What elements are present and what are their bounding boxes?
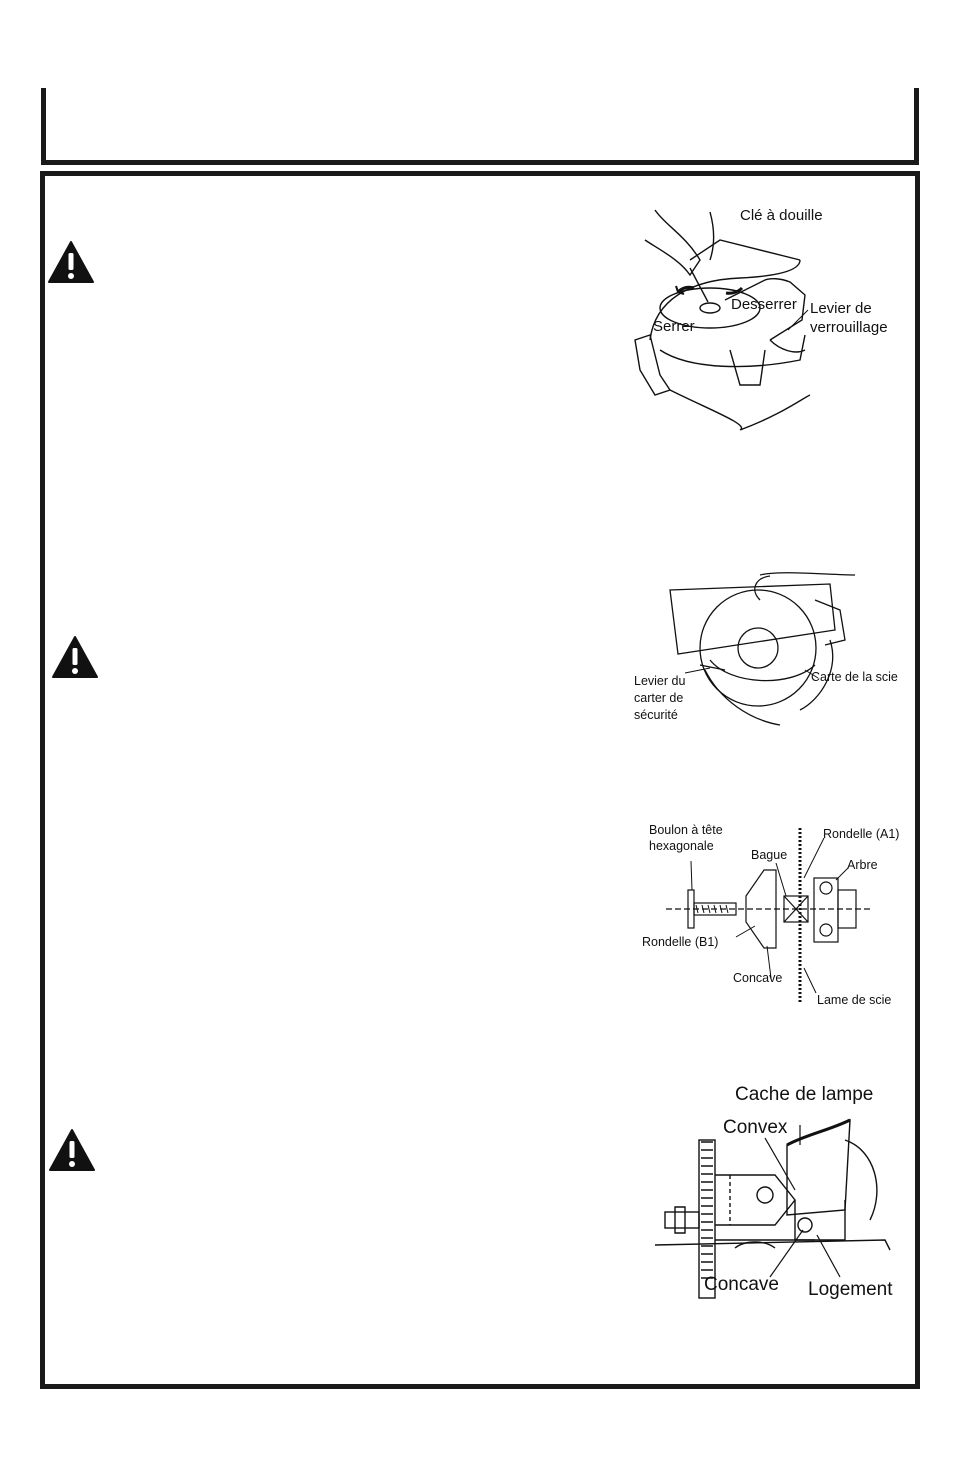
housing-label: Logement [808,1279,893,1300]
hex-bolt-label: Boulon à tête hexagonale [649,823,723,853]
washer-b1-label: Rondelle (B1) [642,935,719,949]
saw-card-label: Carte de la scie [811,670,898,684]
safety-cover-illustration [669,572,856,726]
shaft-label: Arbre [847,858,878,872]
safety-cover-figure: Levier du carter de sécurité Carte de la… [630,570,910,730]
convex-label: Convex [723,1117,788,1138]
lamp-cover-illustration [654,1118,891,1299]
content-frame [40,171,920,1389]
loosen-label: Desserrer [731,296,797,313]
blade-assembly-figure: Boulon à tête hexagonale Rondelle (A1) B… [636,818,916,1013]
blade-wrench-figure: Clé à douille Desserrer Serrer Levier de… [630,200,910,440]
saw-blade-label: Lame de scie [817,993,892,1007]
tighten-label: Serrer [653,318,695,335]
ring-label: Bague [751,848,788,862]
warning-triangle-icon [48,241,94,283]
concave-label: Concave [733,971,783,985]
socket-wrench-label: Clé à douille [740,207,823,224]
lamp-cover-figure: Cache de lampe Convex Concave Logement [654,1080,915,1305]
washer-a1-label: Rondelle (A1) [823,827,900,841]
warning-triangle-icon [52,636,98,678]
lamp-cover-label: Cache de lampe [735,1084,874,1105]
concave-lamp-label: Concave [704,1274,779,1295]
lock-lever-label: Levier de verrouillage [810,300,888,336]
warning-triangle-icon [49,1129,95,1171]
blade-assembly-diagram [666,828,871,1003]
blade-wrench-illustration [634,209,811,431]
header-frame [41,88,919,165]
guard-lever-label: Levier du carter de sécurité [634,674,686,722]
